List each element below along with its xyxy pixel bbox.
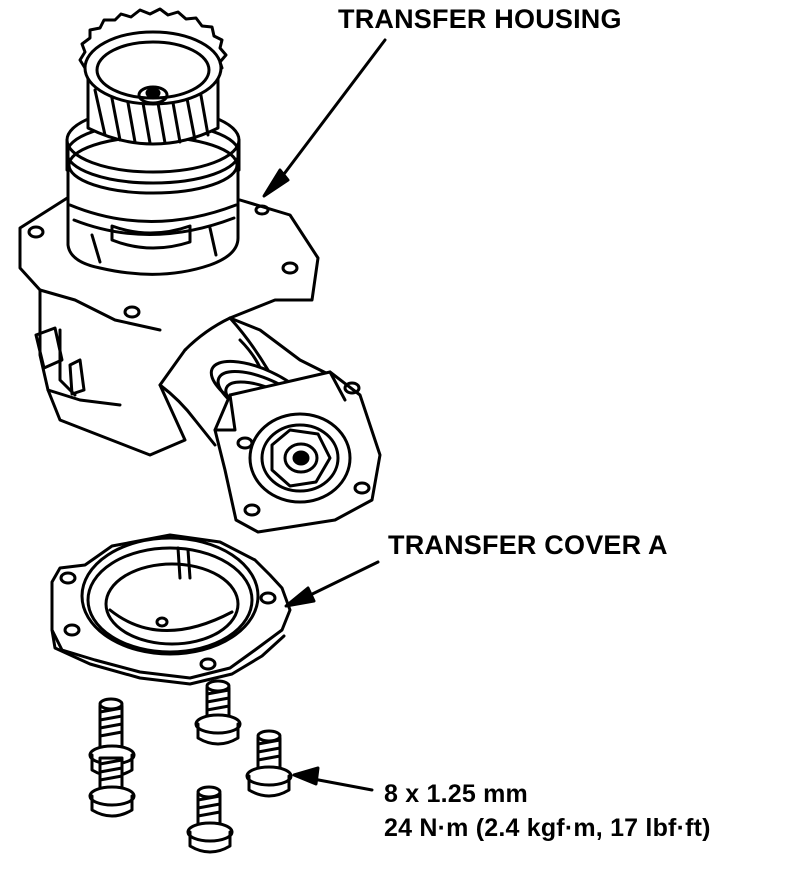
transfer-cover-label: TRANSFER COVER A [388, 530, 668, 560]
leader-bolts [292, 766, 374, 792]
torque-spec-label: 24 N·m (2.4 kgf·m, 17 lbf·ft) [384, 814, 711, 842]
transfer-cover-a [50, 533, 292, 686]
transfer-housing [18, 7, 382, 534]
bolt [245, 729, 293, 798]
leader-transfer-cover [284, 560, 380, 608]
bolt-size-label: 8 x 1.25 mm [384, 780, 528, 808]
bolt [194, 679, 242, 746]
transfer-housing-label: TRANSFER HOUSING [338, 4, 622, 34]
leader-transfer-housing [262, 38, 387, 198]
bolt [186, 785, 234, 854]
bolt [88, 756, 136, 818]
bolt-set [88, 679, 293, 854]
